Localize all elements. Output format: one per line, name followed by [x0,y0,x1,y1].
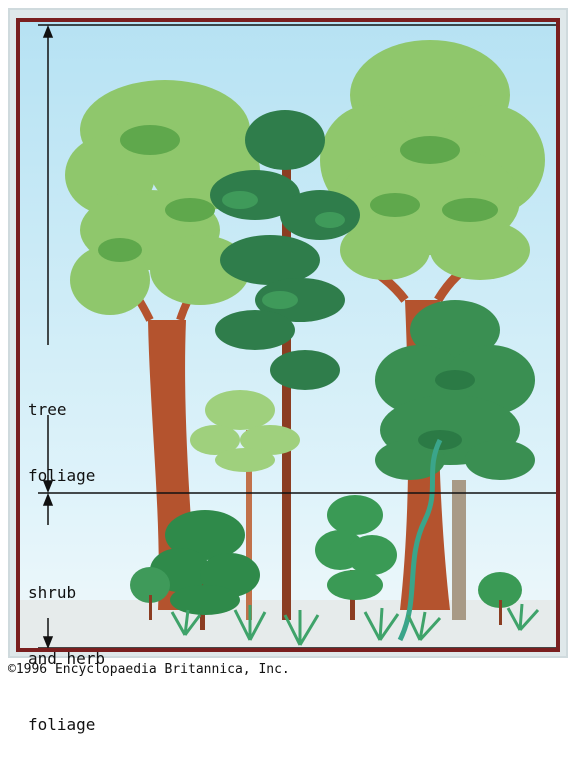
tree-foliage-line-1: tree [28,399,95,421]
shrub-label-line-3: foliage [28,714,105,736]
shrub-herb-label: shrub and herb foliage [28,538,105,758]
copyright-notice: ©1996 Encyclopaedia Britannica, Inc. [8,662,290,677]
tree-foliage-label: tree foliage [28,355,95,509]
tree-foliage-line-2: foliage [28,465,95,487]
shrub-label-line-1: shrub [28,582,105,604]
